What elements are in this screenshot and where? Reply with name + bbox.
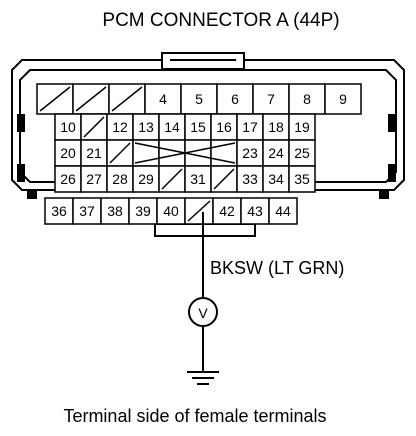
- unused-terminal-slash: [109, 142, 131, 164]
- terminal-label: 36: [51, 203, 67, 219]
- diagram-caption: Terminal side of female terminals: [63, 406, 326, 426]
- terminal-label: 35: [294, 171, 310, 187]
- voltmeter-icon: V: [188, 297, 218, 327]
- terminal-label: 39: [135, 203, 151, 219]
- terminal-label: 29: [138, 171, 154, 187]
- terminal-cavity: [324, 83, 362, 115]
- terminal-cavity: [106, 113, 134, 141]
- terminal-cavity: [54, 113, 82, 141]
- terminal-label: 24: [268, 145, 284, 161]
- terminal-cavity: [268, 197, 298, 225]
- terminal-cavity: [288, 83, 326, 115]
- terminal-cavity: [80, 165, 108, 193]
- terminal-label: 20: [60, 145, 76, 161]
- terminal-label: 7: [267, 91, 275, 107]
- unused-terminal-slash: [161, 168, 183, 190]
- terminal-label: 26: [60, 171, 76, 187]
- terminal-label: 31: [190, 171, 206, 187]
- ground-icon: [187, 371, 219, 385]
- terminal-cavity: [212, 197, 242, 225]
- terminal-label: 43: [247, 203, 263, 219]
- terminal-label: 27: [86, 171, 102, 187]
- terminal-label: 10: [60, 119, 76, 135]
- terminal-label: 23: [242, 145, 258, 161]
- terminal-cavity: [132, 165, 160, 193]
- terminal-label: 37: [79, 203, 95, 219]
- terminal-cavity: [210, 139, 238, 167]
- terminal-label: 14: [164, 119, 180, 135]
- terminal-cavity: [236, 113, 264, 141]
- terminal-label: 25: [294, 145, 310, 161]
- unused-terminal-slash: [187, 200, 211, 222]
- terminal-cavity: [100, 197, 130, 225]
- terminal-label: 44: [275, 203, 291, 219]
- terminal-label: 6: [231, 91, 239, 107]
- terminal-label: 8: [303, 91, 311, 107]
- terminal-cavity: [54, 165, 82, 193]
- terminal-cavity: [184, 113, 212, 141]
- terminal-label: 16: [216, 119, 232, 135]
- terminal-cavity: [184, 139, 212, 167]
- unused-terminal-slash: [75, 86, 107, 112]
- terminal-label: 19: [294, 119, 310, 135]
- terminal-label: 33: [242, 171, 258, 187]
- terminal-grid: 4 5 6 7 8 9 10 12 13 14 15 16 17 18 19 20 21 23 24 25 26 27 28…: [36, 83, 362, 225]
- unused-terminal-slash: [83, 116, 105, 138]
- terminal-cavity: [72, 197, 102, 225]
- terminal-label: 28: [112, 171, 128, 187]
- terminal-cavity: [80, 139, 108, 167]
- terminal-label: 4: [159, 91, 167, 107]
- terminal-cavity: [158, 139, 186, 167]
- terminal-cavity: [288, 113, 316, 141]
- unused-terminal-slash: [39, 86, 71, 112]
- unused-terminal-slash: [111, 86, 143, 112]
- terminal-label: 34: [268, 171, 284, 187]
- unused-terminal-slash: [213, 168, 235, 190]
- terminal-cavity: [216, 83, 254, 115]
- terminal-cavity: [44, 197, 74, 225]
- terminal-label: 42: [219, 203, 235, 219]
- terminal-label: 13: [138, 119, 154, 135]
- probe-terminal-label: 40: [163, 203, 179, 219]
- terminal-label: 5: [195, 91, 203, 107]
- terminal-label: 18: [268, 119, 284, 135]
- terminal-label: 38: [107, 203, 123, 219]
- terminal-label: 15: [190, 119, 206, 135]
- voltmeter-symbol: V: [198, 305, 208, 321]
- connector-housing: [11, 52, 405, 237]
- terminal-cavity: [106, 165, 134, 193]
- wire-label: BKSW (LT GRN): [210, 258, 344, 278]
- terminal-cavity: [288, 165, 316, 193]
- unused-block-cross: [134, 142, 236, 164]
- terminal-cavity: [156, 197, 186, 225]
- diagram-title: PCM CONNECTOR A (44P): [102, 10, 339, 31]
- terminal-label: 9: [339, 91, 347, 107]
- terminal-label: 17: [242, 119, 258, 135]
- terminal-label: 21: [86, 145, 102, 161]
- terminal-label: 12: [112, 119, 128, 135]
